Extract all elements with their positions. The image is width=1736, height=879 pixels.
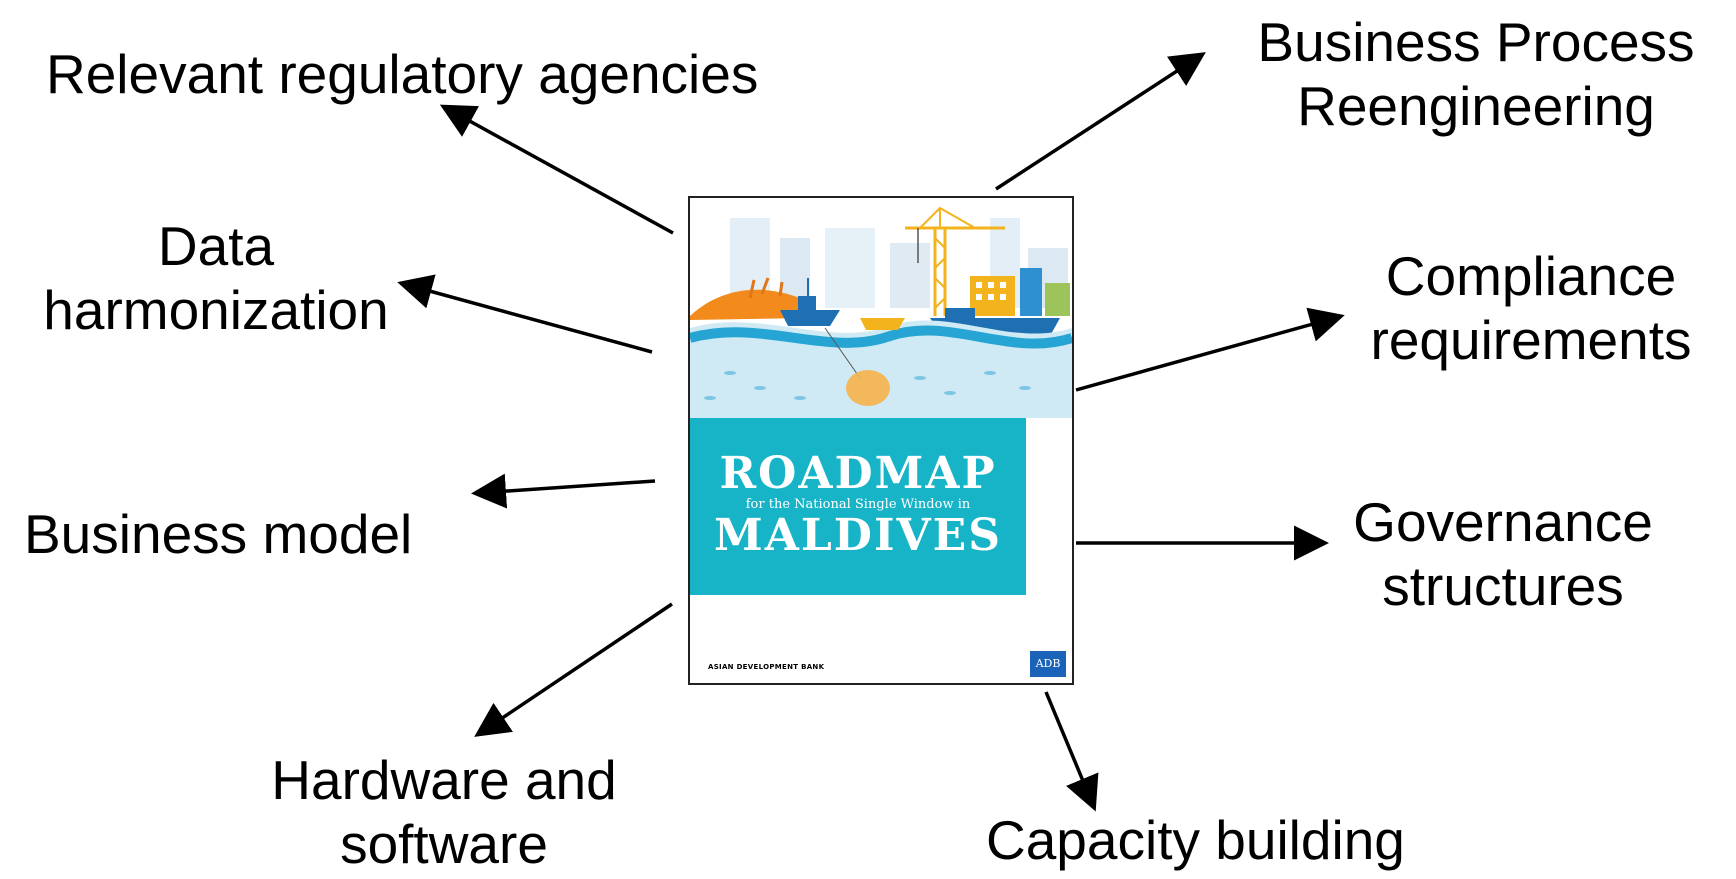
label-compliance-requirements: Compliance requirements [1370, 245, 1692, 371]
label-hardware-software: Hardware and software [271, 749, 617, 875]
label-business-model: Business model [24, 503, 413, 565]
label-business-process-reengineering: Business Process Reengineering [1257, 11, 1695, 137]
arrow-to-agencies [439, 104, 674, 235]
label-data-harmonization: Data harmonization [43, 215, 389, 341]
adb-logo: ADB [1030, 651, 1066, 677]
arrow-to-capacity [1044, 691, 1099, 812]
arrow-to-business-model [471, 473, 656, 509]
arrow-to-hardware [474, 602, 673, 737]
cover-title-roadmap: ROADMAP [719, 448, 997, 499]
arrow-to-bpr [995, 52, 1206, 191]
cover-subtitle: for the National Single Window in [745, 497, 971, 512]
cover-illustration [690, 198, 1072, 418]
arrow-to-compliance [1075, 307, 1345, 392]
cover-title-band: ROADMAP for the National Single Window i… [690, 418, 1026, 595]
label-capacity-building: Capacity building [986, 809, 1405, 871]
report-cover: ROADMAP for the National Single Window i… [688, 196, 1074, 685]
cover-title-maldives: MALDIVES [714, 510, 1002, 561]
label-governance-structures: Governance structures [1353, 491, 1653, 617]
label-regulatory-agencies: Relevant regulatory agencies [46, 43, 759, 105]
arrow-to-data-harmonization [397, 274, 653, 354]
cover-publisher: ASIAN DEVELOPMENT BANK [708, 663, 825, 671]
